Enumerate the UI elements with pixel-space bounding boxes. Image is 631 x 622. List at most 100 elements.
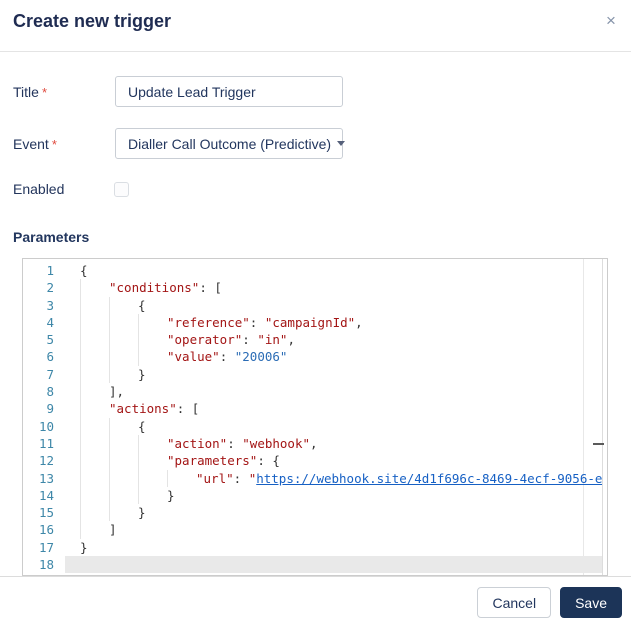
indent-guide (80, 296, 109, 314)
indent-guide (138, 486, 167, 505)
indent-guide (138, 348, 167, 366)
code-line[interactable] (65, 556, 603, 574)
code-token: "conditions" (109, 280, 200, 296)
indent-guide (109, 469, 138, 487)
code-line[interactable]: "actions": [ (65, 400, 603, 418)
indent-guide (80, 348, 109, 366)
event-label: Event* (13, 136, 57, 152)
event-select[interactable]: Dialler Call Outcome (Predictive) (115, 128, 346, 159)
code-line[interactable]: ] (65, 521, 603, 539)
line-number: 6 (46, 349, 54, 365)
indent-guide (109, 434, 138, 453)
event-row: Event* Dialler Call Outcome (Predictive) (0, 128, 631, 159)
indent-guide (109, 486, 138, 505)
line-number: 13 (38, 470, 54, 486)
indent-guide (109, 348, 138, 366)
indent-guide (80, 331, 109, 349)
line-number: 12 (38, 453, 54, 469)
indent-guide (80, 469, 109, 487)
required-marker: * (41, 85, 47, 100)
code-token: ], (109, 384, 125, 400)
title-row: Title* (0, 76, 631, 107)
code-token: "url" (196, 470, 234, 486)
code-line[interactable]: { (65, 296, 603, 314)
indent-guide (138, 452, 167, 470)
code-line[interactable]: { (65, 262, 603, 279)
line-number: 16 (38, 522, 54, 538)
indent-guide (80, 400, 109, 418)
code-token: , (287, 332, 295, 348)
code-token: "parameters" (167, 453, 258, 469)
code-token: "campaignId" (264, 314, 356, 330)
line-number: 17 (38, 539, 54, 555)
indent-guide (80, 365, 109, 384)
code-token: ] (109, 522, 117, 538)
code-token: : (219, 349, 235, 365)
indent-guide (109, 504, 138, 522)
required-marker: * (51, 137, 57, 152)
code-line[interactable]: } (65, 365, 603, 384)
line-number: 1 (46, 263, 54, 278)
code-line[interactable]: } (65, 486, 603, 505)
chevron-down-icon (337, 141, 346, 146)
scrollbar-track[interactable] (602, 259, 603, 575)
close-button[interactable]: × (600, 10, 622, 32)
code-line[interactable]: "parameters": { (65, 452, 603, 470)
editor-lines: {"conditions": [{"reference": "campaignI… (65, 262, 603, 574)
code-token: "webhook" (242, 435, 311, 451)
line-number: 10 (38, 418, 54, 434)
save-button[interactable]: Save (560, 587, 622, 618)
code-token: } (138, 366, 146, 382)
indent-guide (80, 486, 109, 505)
code-line[interactable]: "operator": "in", (65, 331, 603, 349)
code-token: "actions" (109, 401, 177, 417)
line-number: 14 (38, 487, 54, 503)
cancel-button[interactable]: Cancel (477, 587, 552, 618)
code-line[interactable]: "reference": "campaignId", (65, 313, 603, 332)
code-token: : (233, 470, 249, 486)
code-line[interactable]: "action": "webhook", (65, 434, 603, 453)
code-token: "operator" (167, 332, 243, 348)
line-number: 4 (46, 314, 54, 330)
indent-guide (167, 469, 196, 487)
code-line[interactable]: ], (65, 383, 603, 401)
enabled-label: Enabled (13, 181, 65, 197)
line-number: 5 (46, 332, 54, 348)
indent-guide (80, 434, 109, 453)
code-token: } (138, 505, 146, 521)
indent-guide (138, 434, 167, 453)
code-token: https://webhook.site/4d1f696c-8469-4ecf-… (256, 470, 603, 486)
code-token: : (242, 332, 258, 348)
title-input[interactable] (115, 76, 343, 107)
footer: Cancel Save (0, 576, 631, 622)
parameters-label: Parameters (13, 229, 90, 245)
code-line[interactable]: } (65, 504, 603, 522)
indent-guide (109, 452, 138, 470)
enabled-row: Enabled (0, 182, 631, 198)
indent-guide (80, 504, 109, 522)
indent-guide (138, 469, 167, 487)
code-line[interactable]: "url": "https://webhook.site/4d1f696c-84… (65, 469, 603, 487)
line-number: 18 (38, 557, 54, 573)
line-number: 2 (46, 280, 54, 296)
indent-guide (109, 296, 138, 314)
indent-guide (80, 383, 109, 401)
code-line[interactable]: } (65, 539, 603, 556)
line-number: 9 (46, 401, 54, 417)
code-token: "value" (167, 349, 220, 365)
indent-guide (109, 365, 138, 384)
event-select-value: Dialler Call Outcome (Predictive) (128, 135, 332, 152)
title-label: Title* (13, 84, 47, 100)
close-icon: × (606, 11, 616, 30)
code-line[interactable]: { (65, 417, 603, 435)
code-token: , (310, 435, 318, 451)
enabled-checkbox[interactable] (114, 182, 129, 197)
code-token: } (167, 487, 175, 503)
code-line[interactable]: "conditions": [ (65, 279, 603, 297)
line-number: 11 (38, 435, 54, 451)
code-line[interactable]: "value": "20006" (65, 348, 603, 366)
code-token: { (138, 297, 146, 313)
line-number: 15 (38, 505, 54, 521)
